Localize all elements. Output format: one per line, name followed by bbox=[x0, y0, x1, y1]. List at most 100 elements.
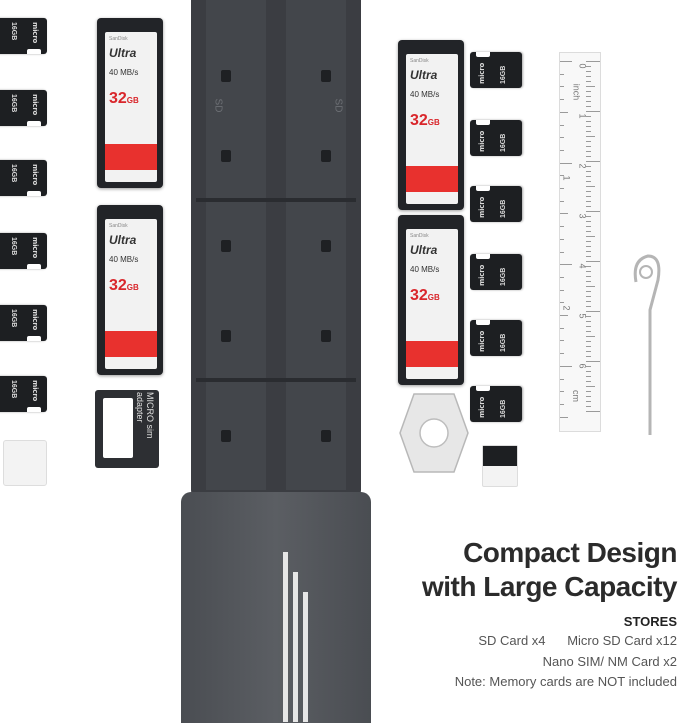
ruler-tick bbox=[586, 301, 591, 302]
ruler-tick bbox=[586, 216, 591, 217]
ruler-tick bbox=[586, 396, 591, 397]
ruler-tick bbox=[586, 121, 591, 122]
ruler: inch cm 0 1 2 3 4 5 6 1 2 bbox=[559, 52, 601, 432]
ruler-tick bbox=[586, 76, 591, 77]
ruler-tick bbox=[586, 296, 591, 297]
ruler-tick bbox=[586, 81, 591, 82]
ruler-tick bbox=[586, 241, 591, 242]
ruler-tick bbox=[560, 403, 564, 405]
ruler-tick bbox=[560, 302, 564, 304]
ruler-tick bbox=[586, 276, 591, 277]
ruler-tick bbox=[560, 73, 564, 75]
ruler-tick bbox=[586, 311, 600, 312]
headline-line-2: with Large Capacity bbox=[421, 571, 678, 602]
ruler-tick bbox=[586, 386, 595, 387]
ruler-tick bbox=[586, 341, 591, 342]
ruler-tick bbox=[586, 156, 591, 157]
ruler-tick bbox=[586, 406, 591, 407]
ruler-tick bbox=[560, 188, 564, 189]
ruler-tick bbox=[586, 281, 591, 282]
ruler-unit-cm: cm bbox=[571, 390, 581, 402]
ruler-tick bbox=[586, 246, 591, 247]
ruler-tick bbox=[586, 96, 591, 97]
ruler-tick bbox=[560, 315, 568, 316]
sim-card-tray-tool bbox=[399, 393, 469, 473]
ruler-tick bbox=[586, 66, 591, 67]
ruler-tick bbox=[586, 191, 591, 192]
ruler-tick bbox=[560, 124, 564, 126]
ruler-tick bbox=[586, 111, 600, 112]
ruler-tick bbox=[586, 376, 591, 377]
ruler-tick bbox=[586, 86, 595, 87]
ruler-tick bbox=[586, 366, 591, 367]
ruler-tick bbox=[586, 346, 591, 347]
ruler-tick bbox=[586, 236, 595, 237]
ruler-tick bbox=[586, 146, 591, 147]
ruler-tick bbox=[586, 126, 591, 127]
ruler-tick bbox=[586, 106, 591, 107]
ruler-tick bbox=[586, 351, 591, 352]
ruler-tick bbox=[560, 86, 564, 88]
ruler-tick bbox=[560, 200, 564, 202]
ruler-tick bbox=[586, 326, 591, 327]
ruler-tick bbox=[586, 61, 600, 62]
ruler-tick bbox=[586, 206, 591, 207]
ruler-tick bbox=[586, 186, 595, 187]
ruler-tick bbox=[560, 213, 568, 215]
ruler-tick bbox=[586, 336, 595, 337]
case-bottom-cover bbox=[181, 492, 371, 723]
ruler-tick bbox=[560, 340, 564, 342]
ruler-tick bbox=[586, 196, 591, 197]
card-case-body: SD SD bbox=[191, 0, 361, 500]
ruler-tick bbox=[586, 391, 591, 392]
ruler-tick bbox=[586, 116, 591, 117]
ruler-tick bbox=[586, 411, 600, 412]
ruler-tick bbox=[560, 61, 572, 62]
spec-note: Note: Memory cards are NOT included bbox=[454, 674, 677, 689]
ruler-tick bbox=[586, 231, 591, 232]
ruler-tick bbox=[586, 251, 591, 252]
ruler-tick bbox=[560, 111, 568, 113]
ruler-tick bbox=[560, 149, 564, 151]
ruler-tick bbox=[560, 264, 572, 266]
ruler-tick bbox=[586, 371, 591, 372]
ruler-tick bbox=[560, 175, 564, 177]
ruler-tick bbox=[586, 256, 591, 257]
ruler-tick bbox=[560, 162, 572, 164]
spec-line-1: SD Card x4 Micro SD Card x12 bbox=[478, 633, 677, 648]
ruler-tick bbox=[560, 289, 564, 291]
case-label-right: SD bbox=[332, 98, 344, 113]
ruler-tick bbox=[586, 306, 591, 307]
ruler-tick bbox=[586, 201, 591, 202]
spec-line-2: Nano SIM/ NM Card x2 bbox=[542, 654, 677, 669]
ruler-tick bbox=[586, 71, 591, 72]
ruler-tick bbox=[586, 401, 591, 402]
ruler-tick bbox=[560, 353, 564, 355]
ruler-tick bbox=[586, 91, 591, 92]
ruler-tick bbox=[586, 176, 591, 177]
ruler-tick bbox=[586, 221, 591, 222]
ruler-tick bbox=[586, 171, 591, 172]
ruler-tick bbox=[586, 381, 591, 382]
ruler-tick bbox=[586, 181, 591, 182]
ruler-unit-inch: inch bbox=[571, 83, 582, 101]
ruler-tick bbox=[586, 211, 600, 212]
ruler-tick bbox=[586, 361, 600, 362]
ruler-tick bbox=[560, 226, 564, 228]
nano-sim-card bbox=[3, 440, 47, 486]
headline: Compact Design with Large Capacity bbox=[277, 536, 678, 604]
ruler-tick bbox=[586, 226, 591, 227]
ruler-tick bbox=[586, 331, 591, 332]
micro-sim-adapter: MICRO sim adapter bbox=[95, 390, 159, 468]
ruler-tick bbox=[586, 131, 591, 132]
ruler-tick bbox=[560, 391, 564, 393]
ruler-tick bbox=[560, 276, 564, 278]
